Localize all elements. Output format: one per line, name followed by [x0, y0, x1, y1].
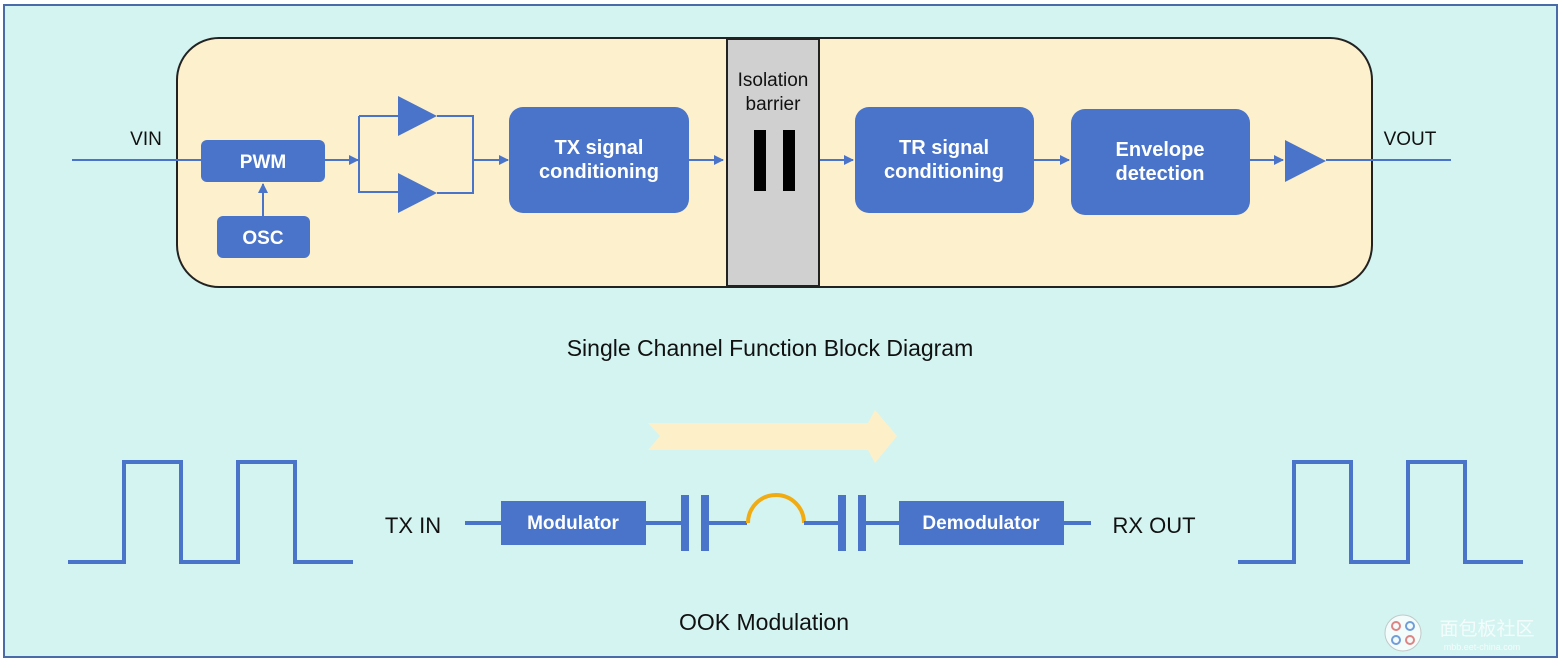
envelope-detection-label-line2: detection: [1116, 163, 1205, 185]
envelope-detection-block: [1071, 109, 1250, 215]
capacitor-right-plate-a: [838, 495, 846, 551]
pwm-block: [201, 140, 325, 182]
capacitor-right-plate-b: [858, 495, 866, 551]
capacitor-left-plate-a: [681, 495, 689, 551]
barrier-plate-left: [754, 130, 766, 191]
tr-conditioning-label-line1: TR signal: [899, 137, 989, 159]
osc-label: OSC: [242, 228, 283, 249]
output-buffer-icon: [1285, 140, 1326, 182]
demodulator-label: Demodulator: [922, 513, 1040, 534]
isolation-barrier-label-line1: Isolation: [738, 70, 809, 91]
input-square-wave: [68, 460, 353, 564]
output-square-wave: [1238, 460, 1523, 564]
driver-amplifier-bottom-icon: [398, 173, 437, 213]
modulator-block: [501, 501, 646, 545]
watermark-url: mbb.eet-china.com: [1444, 642, 1521, 652]
vin-label: VIN: [130, 129, 162, 150]
community-logo-icon: [1384, 614, 1422, 652]
demodulator-block: [899, 501, 1064, 545]
tx-conditioning-label-line1: TX signal: [555, 137, 644, 159]
tr-conditioning-label-line2: conditioning: [884, 161, 1004, 183]
isolation-barrier: [726, 38, 820, 287]
ook-caption: OOK Modulation: [679, 609, 849, 635]
tr-conditioning-block: [855, 107, 1034, 213]
block-diagram-caption: Single Channel Function Block Diagram: [567, 335, 974, 361]
tx-in-label: TX IN: [385, 513, 441, 538]
envelope-detection-label-line1: Envelope: [1116, 139, 1205, 161]
coupling-arc-icon: [746, 493, 806, 524]
vout-label: VOUT: [1384, 129, 1437, 150]
driver-amplifier-top-icon: [398, 96, 437, 136]
tx-conditioning-label-line2: conditioning: [539, 161, 659, 183]
driver-split-line: [358, 116, 398, 193]
osc-block: [217, 216, 310, 258]
pwm-label: PWM: [240, 152, 286, 173]
signal-direction-arrow-icon: [648, 410, 897, 463]
watermark-text: 面包板社区: [1439, 618, 1534, 640]
driver-merge-line: [437, 115, 474, 194]
tx-conditioning-block: [509, 107, 689, 213]
capacitor-left-plate-b: [701, 495, 709, 551]
barrier-plate-right: [783, 130, 795, 191]
isolation-barrier-label-line2: barrier: [746, 94, 802, 115]
modulator-label: Modulator: [527, 513, 619, 534]
rx-out-label: RX OUT: [1112, 513, 1195, 538]
watermark: 面包板社区 mbb.eet-china.com: [1384, 614, 1535, 652]
